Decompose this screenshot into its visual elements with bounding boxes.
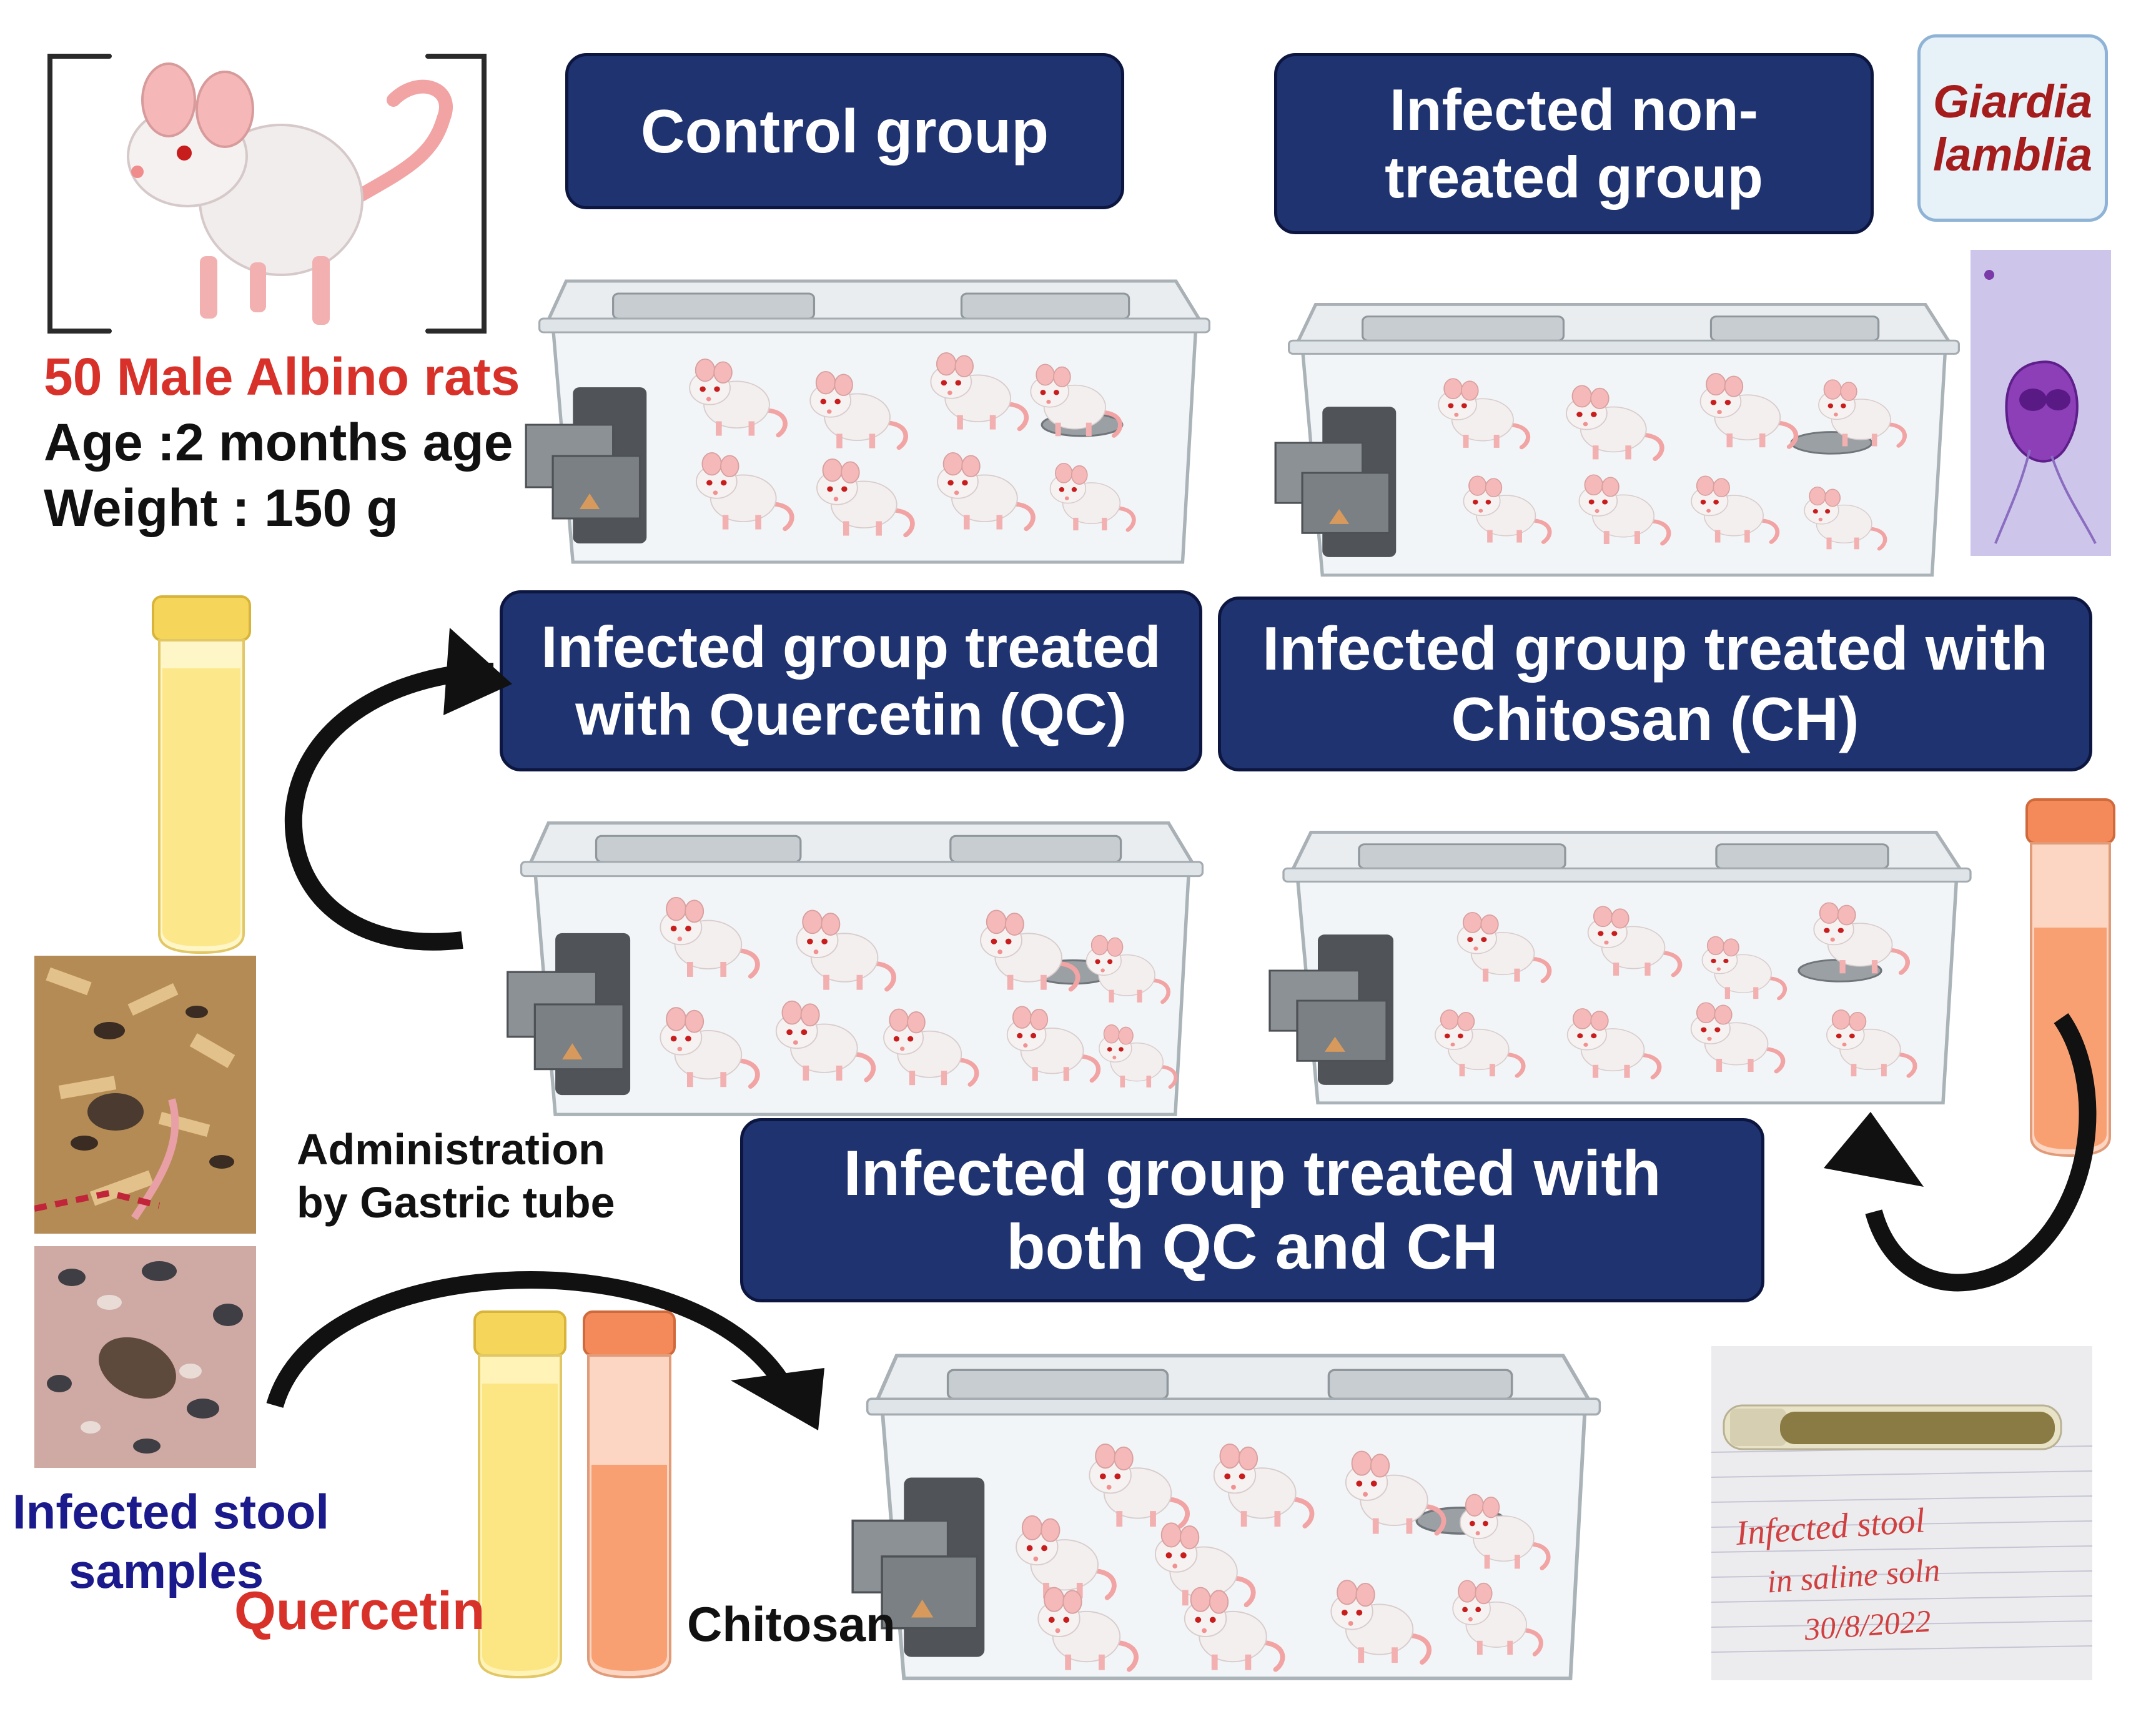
infected-stool-label-line1: Infected stool (12, 1484, 330, 1539)
administration-label-line2: by Gastric tube (297, 1178, 615, 1227)
chitosan-tube (581, 1309, 678, 1680)
curved-arrow-left (256, 615, 518, 971)
quercetin-cage (487, 778, 1237, 1127)
stool-sample-photo (34, 1246, 256, 1468)
infected-non-treated-group-label: Infected non-treated group (1274, 53, 1874, 234)
giardia-label-box: Giardia lamblia (1917, 34, 2108, 222)
curved-arrow-bottom (262, 1256, 837, 1443)
giardia-species: lamblia (1933, 129, 2092, 181)
quercetin-tube-left (150, 593, 253, 956)
giardia-genus: Giardia (1933, 76, 2092, 127)
quercetin-tube (472, 1309, 568, 1680)
rat-count-label: 50 Male Albino rats (44, 347, 520, 406)
control-group-label: Control group (565, 53, 1124, 209)
giardia-micrograph (1971, 250, 2111, 556)
rat-portrait (44, 50, 493, 337)
infected-stool-label-line2: samples (69, 1543, 264, 1598)
quercetin-label: Quercetin (234, 1581, 485, 1641)
stool-in-saline-photo: Infected stool in saline soln 30/8/2022 (1711, 1346, 2092, 1680)
both-treatment-group-label: Infected group treated with both QC and … (740, 1118, 1764, 1302)
chitosan-label: Chitosan (687, 1597, 896, 1652)
wood-shavings-photo (34, 956, 256, 1234)
rat-weight-label: Weight : 150 g (44, 478, 398, 537)
administration-label-line1: Administration (297, 1125, 605, 1174)
infected-non-treated-cage (1255, 262, 1992, 587)
curved-arrow-right (1805, 1006, 2130, 1318)
both-treatment-cage (831, 1305, 1636, 1693)
quercetin-group-label: Infected group treated with Quercetin (Q… (500, 590, 1202, 771)
chitosan-group-label: Infected group treated with Chitosan (CH… (1218, 597, 2092, 771)
rat-age-label: Age :2 months age (44, 413, 513, 472)
control-cage (506, 237, 1243, 575)
